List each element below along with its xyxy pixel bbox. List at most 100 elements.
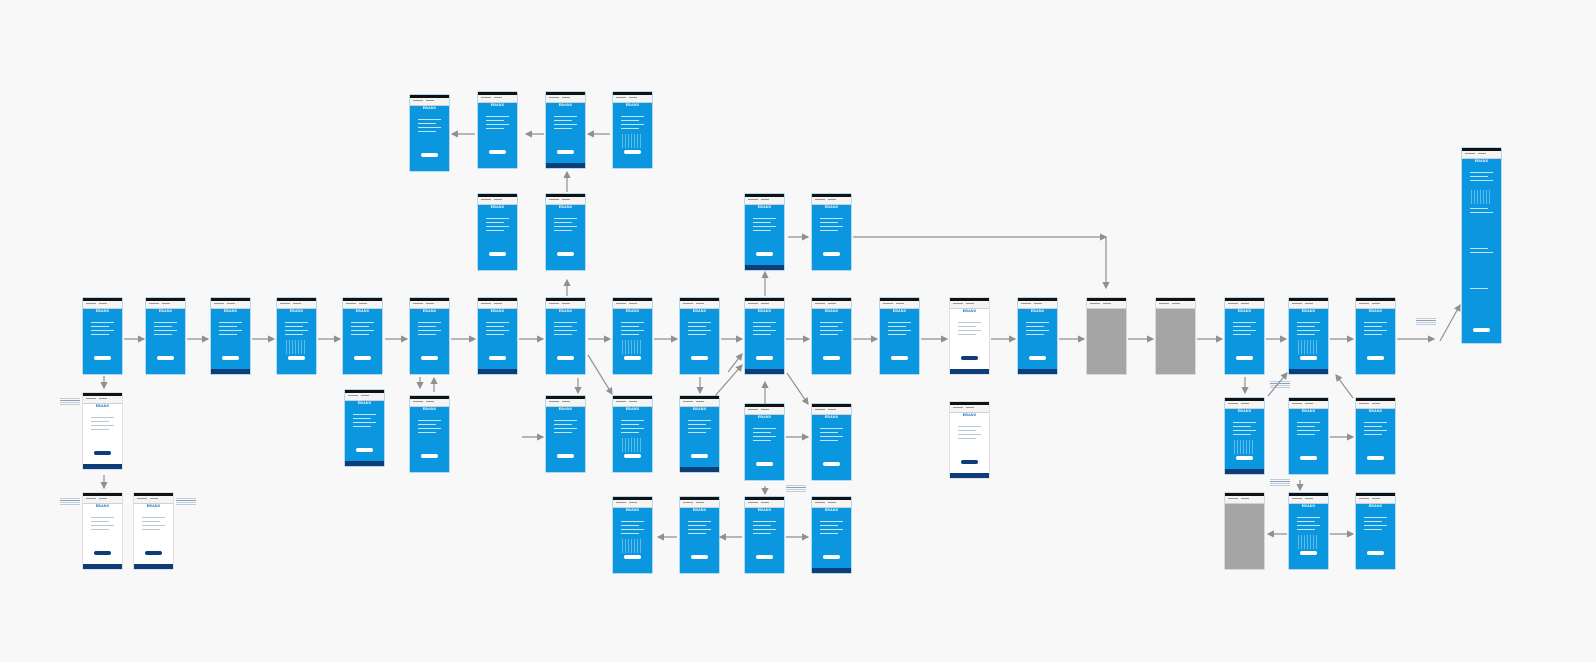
text-line — [219, 334, 237, 335]
text-line — [1233, 422, 1256, 423]
screen-button — [961, 460, 978, 464]
text-line — [351, 334, 369, 335]
device-top-bar — [1087, 298, 1126, 301]
ebanx-logo: EBANX — [289, 309, 304, 313]
status-bar — [83, 396, 122, 404]
ebanx-logo: EBANX — [1474, 159, 1489, 163]
screen-button — [624, 356, 641, 360]
text-line — [688, 428, 711, 429]
flow-screen-25: EBANX — [478, 194, 517, 270]
ebanx-logo: EBANX — [692, 309, 707, 313]
text-line — [1470, 172, 1493, 173]
screen-button — [891, 356, 908, 360]
text-line — [820, 222, 838, 223]
status-bar — [950, 405, 989, 413]
screen-footer — [211, 369, 250, 374]
text-line — [958, 330, 981, 331]
device-top-bar — [345, 390, 384, 393]
status-bar — [1156, 301, 1195, 309]
ebanx-logo: EBANX — [1301, 504, 1316, 508]
text-line — [753, 432, 771, 433]
text-line — [554, 424, 572, 425]
status-bar — [680, 399, 719, 407]
screen-footer — [1018, 369, 1057, 374]
text-line — [753, 230, 771, 231]
calendar-grid — [1234, 440, 1255, 454]
status-bar — [613, 399, 652, 407]
flow-arrow — [587, 354, 613, 396]
device-top-bar — [1356, 398, 1395, 401]
text-line — [142, 529, 160, 530]
screen-button — [489, 252, 506, 256]
status-bar — [812, 197, 851, 205]
flow-screen-17 — [1156, 298, 1195, 374]
text-line — [142, 525, 165, 526]
annotation-note — [786, 485, 806, 493]
device-top-bar — [343, 298, 382, 301]
device-top-bar — [546, 194, 585, 197]
flow-screen-32: EBANX — [410, 396, 449, 472]
device-top-bar — [613, 298, 652, 301]
flow-screen-16 — [1087, 298, 1126, 374]
text-line — [1297, 422, 1320, 423]
status-bar — [1356, 401, 1395, 409]
device-top-bar — [745, 298, 784, 301]
text-line — [486, 120, 504, 121]
text-line — [418, 131, 436, 132]
text-line — [1297, 322, 1320, 323]
flow-screen-26: EBANX — [546, 194, 585, 270]
device-top-bar — [1018, 298, 1057, 301]
text-line — [486, 326, 504, 327]
text-line — [958, 322, 981, 323]
screen-button — [624, 150, 641, 154]
screen-footer — [745, 265, 784, 270]
device-top-bar — [546, 298, 585, 301]
screen-button — [823, 356, 840, 360]
calendar-grid — [1298, 535, 1319, 549]
text-line — [1233, 430, 1256, 431]
text-line — [285, 322, 308, 323]
text-line — [418, 119, 441, 120]
text-line — [888, 322, 911, 323]
ebanx-logo: EBANX — [1301, 309, 1316, 313]
text-line — [91, 521, 109, 522]
screen-button — [145, 551, 162, 555]
ebanx-logo: EBANX — [692, 508, 707, 512]
text-line — [1470, 288, 1488, 289]
text-line — [820, 226, 843, 227]
flow-screen-13: EBANX — [880, 298, 919, 374]
status-bar — [1225, 401, 1264, 409]
flow-screen-12: EBANX — [812, 298, 851, 374]
text-line — [554, 120, 572, 121]
flow-screen-28: EBANX — [812, 194, 851, 270]
text-line — [486, 222, 504, 223]
text-line — [353, 418, 371, 419]
flow-screen-20: EBANX — [1356, 298, 1395, 374]
status-bar — [812, 500, 851, 508]
flow-screen-27: EBANX — [745, 194, 784, 270]
screen-button — [1473, 328, 1490, 332]
text-line — [621, 420, 644, 421]
screen-button — [557, 150, 574, 154]
text-line — [554, 334, 572, 335]
status-bar — [1087, 301, 1126, 309]
ebanx-logo: EBANX — [95, 504, 110, 508]
text-line — [1470, 180, 1493, 181]
ebanx-logo: EBANX — [1368, 309, 1383, 313]
screen-button — [421, 454, 438, 458]
text-line — [418, 123, 436, 124]
text-line — [820, 330, 843, 331]
ebanx-logo: EBANX — [892, 309, 907, 313]
text-line — [1297, 430, 1320, 431]
device-top-bar — [1289, 493, 1328, 496]
text-line — [753, 521, 776, 522]
flow-screen-35: EBANX — [680, 396, 719, 472]
screen-button — [222, 356, 239, 360]
status-bar — [211, 301, 250, 309]
ebanx-logo: EBANX — [558, 407, 573, 411]
text-line — [418, 432, 436, 433]
calendar-grid — [622, 539, 643, 553]
screen-button — [1236, 356, 1253, 360]
status-bar — [1289, 496, 1328, 504]
device-top-bar — [613, 92, 652, 95]
